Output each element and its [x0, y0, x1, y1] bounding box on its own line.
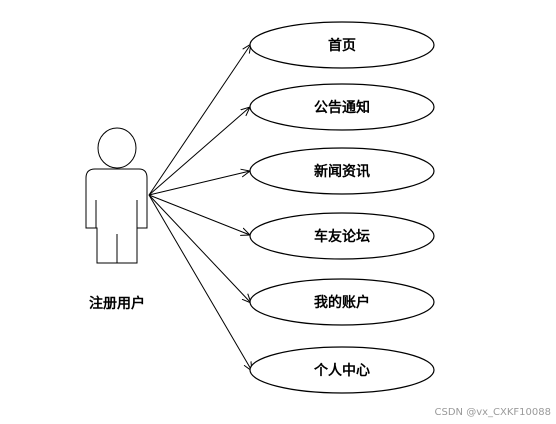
use-case-ellipse [249, 21, 435, 69]
use-case-my-account: 我的账户 [249, 278, 435, 326]
use-case-ellipse [249, 83, 435, 131]
use-case-label: 新闻资讯 [314, 163, 370, 180]
use-case-label: 公告通知 [314, 99, 370, 116]
association-line [148, 107, 250, 196]
use-case-label: 首页 [328, 37, 356, 54]
association-line [148, 194, 252, 371]
use-case-home: 首页 [249, 21, 435, 69]
use-case-label: 车友论坛 [314, 228, 370, 245]
use-case-ellipse [249, 147, 435, 195]
use-case-ellipse [249, 212, 435, 260]
use-case-news: 新闻资讯 [249, 147, 435, 195]
actor-body [85, 168, 148, 264]
use-case-personal-center: 个人中心 [249, 346, 435, 394]
association-line [148, 194, 250, 235]
association-line [148, 44, 251, 196]
watermark: CSDN @vx_CXKF10088 [435, 407, 551, 418]
use-case-ellipse [249, 346, 435, 394]
use-case-announcements: 公告通知 [249, 83, 435, 131]
use-case-ellipse [249, 278, 435, 326]
use-case-label: 我的账户 [314, 294, 370, 311]
use-case-forum: 车友论坛 [249, 212, 435, 260]
actor-figure [85, 127, 148, 264]
associations [148, 44, 252, 371]
association-line [148, 194, 251, 303]
actor-head [97, 127, 137, 169]
use-case-label: 个人中心 [313, 362, 370, 379]
actor-label: 注册用户 [89, 295, 145, 312]
association-line [148, 171, 250, 196]
